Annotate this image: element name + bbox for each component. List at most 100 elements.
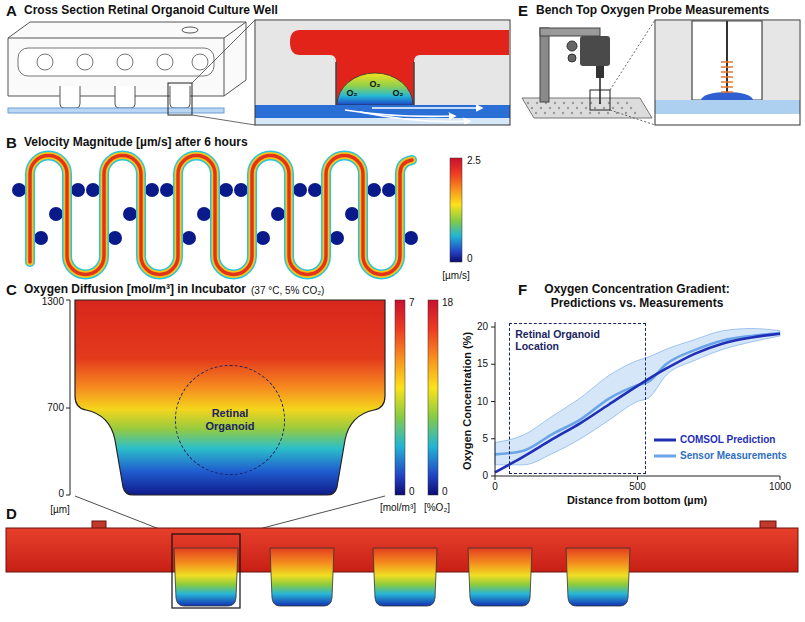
panel-title: Velocity Magnitude [µm/s] after 6 hours [24, 136, 248, 150]
measurement-tick [721, 71, 733, 73]
location-box: Retinal Organoid Location [509, 323, 646, 473]
plate-hole [612, 107, 614, 109]
culture-well [404, 231, 418, 245]
chart-title: Oxygen Concentration Gradient: Predictio… [530, 283, 745, 311]
colorbar-unit: [mol/m³] [380, 502, 416, 514]
colorbar [450, 158, 462, 262]
well-cup [60, 86, 80, 108]
panel-letter: F [518, 281, 527, 298]
well-opening [192, 54, 208, 70]
flow-channel [30, 156, 412, 275]
oxygen-label: O₂ [370, 79, 381, 89]
stand-post [540, 28, 549, 102]
measurement-tick [721, 76, 733, 78]
panel-title: Oxygen Diffusion [mol/m³] in Incubator [24, 283, 246, 297]
plate-hole [589, 112, 591, 114]
axis-tick [491, 327, 495, 328]
colorbar [428, 300, 438, 495]
organoid-label: Retinal Organoid [194, 407, 266, 432]
axis-tick [780, 476, 781, 480]
colorbar-value: 0 [442, 486, 448, 498]
inset-ground [255, 20, 510, 125]
device-oxygen-map [6, 521, 798, 608]
probe-needle [599, 78, 601, 104]
panel-letter: E [518, 2, 528, 19]
measurement-tick [721, 66, 733, 68]
plate-edge [8, 22, 246, 96]
glass-bottom [255, 118, 510, 125]
culture-well [256, 231, 270, 245]
culture-well [160, 183, 174, 197]
culture-well [123, 207, 137, 221]
plate-hole [625, 112, 627, 114]
plate-hole [585, 107, 587, 109]
axis-value: 1300 [42, 296, 64, 308]
panel-subtitle: (37 °C, 5% CO₂) [251, 285, 324, 297]
plate-outline [8, 22, 246, 96]
panel-letter: B [6, 134, 17, 151]
channel-outline [18, 48, 214, 76]
plate-hole [544, 112, 546, 114]
culture-well [219, 183, 233, 197]
axis-tick [491, 364, 495, 365]
culture-well [382, 183, 396, 197]
tick-label: 20 [477, 321, 488, 333]
culture-well [293, 183, 307, 197]
oxygen-arrow [360, 112, 470, 122]
axis-tick [66, 408, 70, 409]
culture-well [86, 183, 100, 197]
colorbar-unit: [%O₂] [424, 502, 450, 514]
culture-well [271, 207, 285, 221]
colorbar-value: 2.5 [467, 155, 481, 167]
measurement-tick [721, 81, 733, 83]
region-label: Retinal Organoid Location [515, 328, 640, 352]
panel-title: Cross Section Retinal Organoid Culture W… [24, 4, 278, 18]
zoom-line [192, 20, 255, 83]
medium-channel [290, 30, 509, 105]
colorbar-value: 18 [442, 297, 453, 309]
well-cup [115, 86, 135, 108]
well-opening [157, 54, 173, 70]
y-axis [495, 322, 496, 476]
culture-well [308, 183, 322, 197]
plate-hole [553, 112, 555, 114]
plate-hole [576, 107, 578, 109]
zoom-box [168, 83, 192, 115]
plate-hole [562, 112, 564, 114]
organoid [337, 73, 413, 105]
zoom-line [192, 115, 255, 125]
stand-arm [540, 28, 600, 36]
culture-well [197, 207, 211, 221]
device-body [656, 21, 799, 100]
well-section [373, 548, 437, 606]
micromanipulator [580, 36, 610, 66]
plate-hole [603, 107, 605, 109]
axis-tick [491, 438, 495, 439]
knob [567, 41, 577, 51]
height-axis [70, 300, 71, 495]
error-band [495, 328, 780, 464]
device-body [256, 21, 509, 105]
axis-tick [495, 476, 496, 480]
oxygen-arrow [345, 110, 455, 116]
inlet-port [182, 27, 198, 33]
culture-well [12, 183, 26, 197]
axis-title: Oxygen Concentration (%) [461, 332, 474, 470]
axis-value: 700 [47, 402, 64, 414]
inset-frame [255, 20, 510, 125]
well-cup [170, 86, 190, 108]
well-wall [336, 62, 414, 105]
well-section [75, 300, 385, 495]
culture-well-drawing [8, 20, 510, 125]
measurement-tick [721, 91, 733, 93]
culture-well [345, 207, 359, 221]
culture-well [108, 231, 122, 245]
probe-drawing [522, 20, 800, 125]
axis-tick [66, 300, 70, 301]
panel-title: Bench Top Oxygen Probe Measurements [536, 4, 769, 18]
zoom-line [610, 20, 655, 90]
culture-well [182, 231, 196, 245]
colorbar-value: 0 [467, 253, 473, 265]
well-section [468, 548, 532, 606]
tick-label: 10 [477, 396, 488, 408]
